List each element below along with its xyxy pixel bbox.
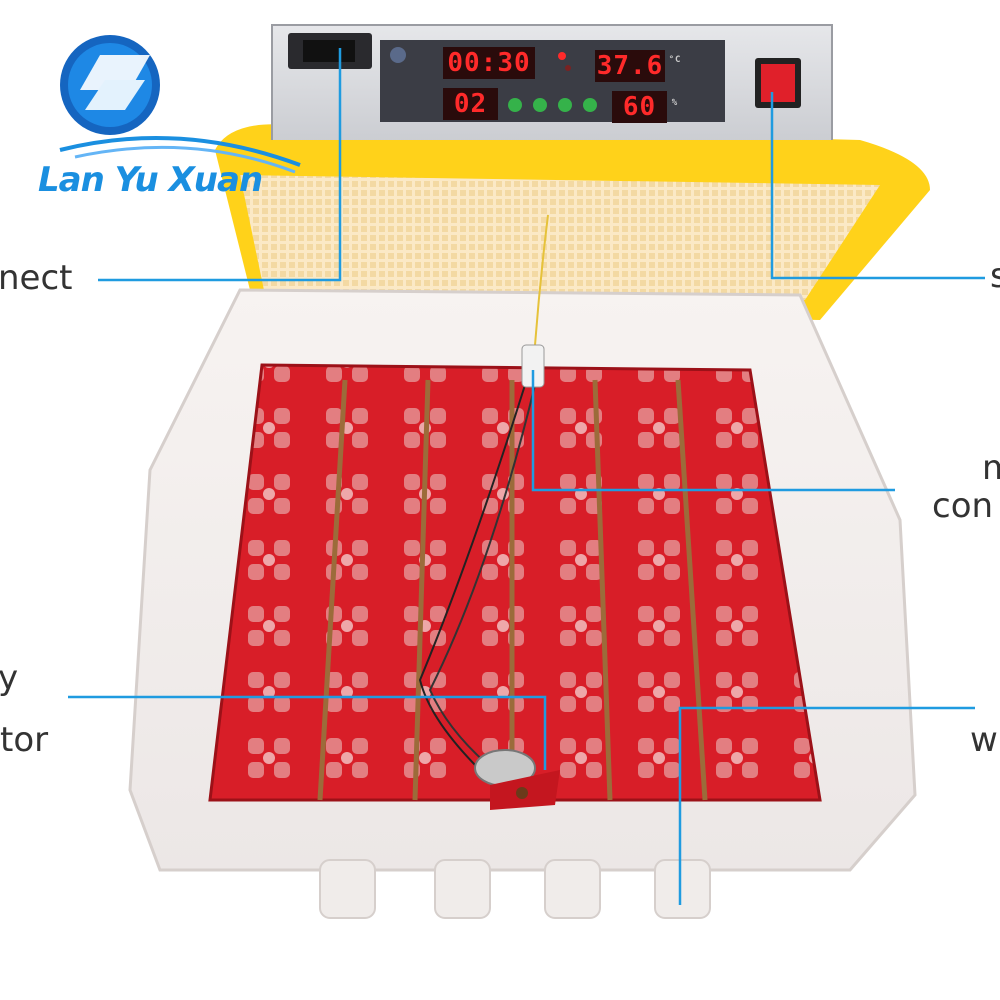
callout-line-connect: [98, 48, 342, 282]
humidity-unit: %: [671, 98, 679, 108]
day-readout: 02: [453, 89, 488, 119]
callout-connect: nect: [0, 258, 73, 298]
button-1[interactable]: [508, 98, 522, 112]
temperature-unit: °C: [668, 55, 682, 65]
temperature-readout: 37.6: [596, 51, 664, 81]
callout-motor-1: y: [0, 658, 19, 698]
callout-motor-connector-2: con: [932, 486, 994, 526]
egg-tray: [208, 363, 822, 802]
button-2[interactable]: [533, 98, 547, 112]
motor-wire: [418, 214, 549, 776]
callout-line-motor-connector: [531, 370, 895, 492]
callout-line-water: [678, 706, 975, 905]
callout-lines: [68, 48, 985, 905]
callout-switch: s: [990, 256, 1000, 296]
lan-yu-xuan-logo-icon: [59, 35, 301, 174]
callout-line-switch: [770, 92, 985, 280]
callout-water: w: [970, 720, 998, 760]
callout-line-motor: [68, 695, 547, 770]
timer-readout: 00:30: [447, 48, 531, 78]
lid: [215, 124, 930, 321]
brand-name: Lan Yu Xuan: [38, 160, 263, 200]
display-panel: [380, 40, 725, 122]
button-3[interactable]: [558, 98, 572, 112]
motor: [474, 749, 560, 810]
callout-motor-2: tor: [0, 720, 49, 760]
control-panel: [270, 24, 835, 152]
humidity-readout: 60: [622, 92, 657, 122]
button-4[interactable]: [583, 98, 597, 112]
callout-motor-connector-1: m: [982, 448, 1000, 488]
